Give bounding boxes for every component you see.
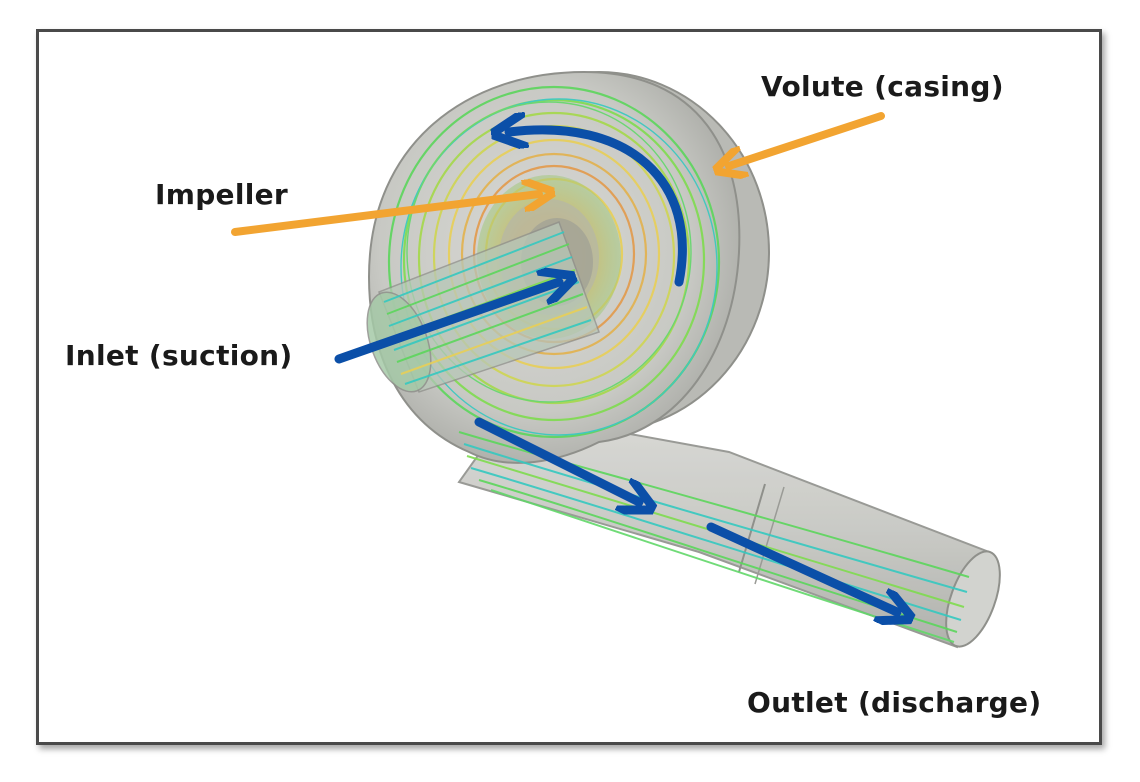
volute-flow-arrow [474, 417, 639, 502]
outlet-flow-arrow [706, 522, 897, 612]
label-pointers [231, 112, 885, 236]
volute-pointer [729, 112, 885, 166]
diagram-frame: Volute (casing) Impeller Inlet (suction)… [36, 29, 1102, 745]
flow-arrows [334, 130, 897, 612]
impeller-pointer [231, 194, 539, 236]
impeller-label: Impeller [155, 178, 289, 211]
rotation-arrow [509, 130, 687, 287]
volute-label: Volute (casing) [761, 70, 1004, 103]
outlet-label: Outlet (discharge) [747, 686, 1042, 719]
inlet-label: Inlet (suction) [65, 339, 293, 372]
inlet-flow-arrow [334, 282, 559, 364]
centrifugal-pump-illustration [231, 70, 1001, 649]
volute-streamlines [387, 85, 721, 439]
